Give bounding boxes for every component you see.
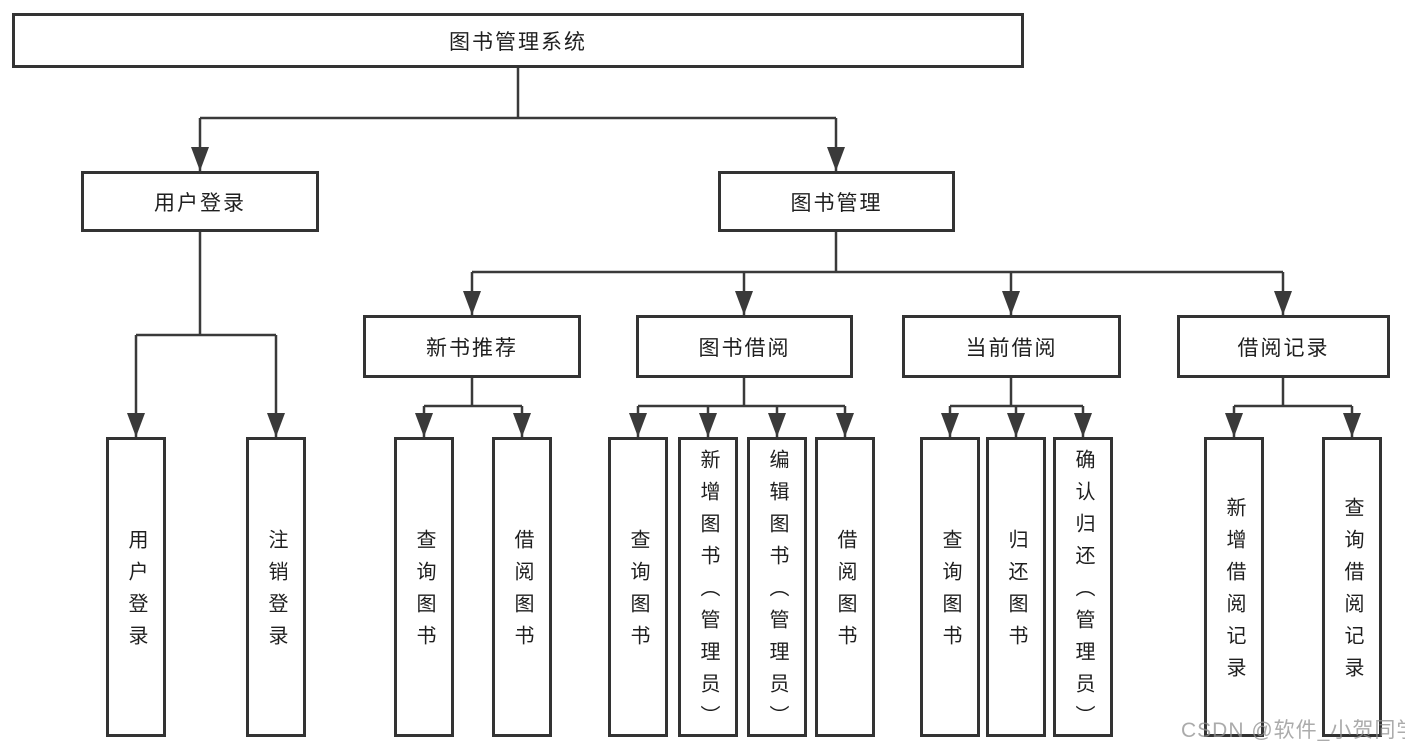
leaf-br-query-record-label: 查询借阅记录 bbox=[1341, 497, 1363, 689]
leaf-cb-query-book-label: 查询图书 bbox=[939, 529, 961, 657]
leaf-br-query-record: 查询借阅记录 bbox=[1322, 437, 1382, 737]
node-book-management-label: 图书管理 bbox=[790, 191, 883, 215]
leaf-cb-query-book: 查询图书 bbox=[920, 437, 980, 737]
leaf-user-login-label: 用户登录 bbox=[125, 529, 147, 657]
connector-new-book-recommend-trunk bbox=[424, 378, 522, 408]
connector-book-borrow-trunk bbox=[638, 378, 845, 408]
connector-root-trunk bbox=[200, 68, 836, 120]
leaf-bb-borrow-book: 借阅图书 bbox=[815, 437, 875, 737]
leaf-logout-login-label: 注销登录 bbox=[265, 529, 287, 657]
leaf-bb-query-book: 查询图书 bbox=[608, 437, 668, 737]
node-book-management: 图书管理 bbox=[718, 171, 955, 232]
watermark: CSDN @软件_小贺同学 bbox=[1181, 719, 1405, 742]
leaf-nb-query-book: 查询图书 bbox=[394, 437, 454, 737]
node-root-label: 图书管理系统 bbox=[449, 30, 587, 54]
node-borrow-record: 借阅记录 bbox=[1177, 315, 1390, 378]
connector-book-management-trunk bbox=[472, 232, 1283, 274]
leaf-cb-confirm-return-label: 确认归还（管理员） bbox=[1072, 449, 1094, 737]
leaf-user-login: 用户登录 bbox=[106, 437, 166, 737]
leaf-br-add-record-label: 新增借阅记录 bbox=[1223, 497, 1245, 689]
node-current-borrow-label: 当前借阅 bbox=[965, 336, 1058, 360]
leaf-bb-edit-book: 编辑图书（管理员） bbox=[747, 437, 807, 737]
leaf-br-add-record: 新增借阅记录 bbox=[1204, 437, 1264, 737]
leaf-bb-add-book: 新增图书（管理员） bbox=[678, 437, 738, 737]
node-new-book-recommend: 新书推荐 bbox=[363, 315, 581, 378]
node-current-borrow: 当前借阅 bbox=[902, 315, 1121, 378]
leaf-nb-borrow-book: 借阅图书 bbox=[492, 437, 552, 737]
leaf-nb-borrow-book-label: 借阅图书 bbox=[511, 529, 533, 657]
node-new-book-recommend-label: 新书推荐 bbox=[426, 336, 518, 360]
leaf-logout-login: 注销登录 bbox=[246, 437, 306, 737]
leaf-bb-query-book-label: 查询图书 bbox=[627, 529, 649, 657]
connector-borrow-record-trunk bbox=[1234, 378, 1352, 408]
connector-user-login-trunk bbox=[136, 232, 276, 337]
leaf-bb-add-book-label: 新增图书（管理员） bbox=[697, 449, 719, 737]
node-user-login-label: 用户登录 bbox=[154, 191, 246, 215]
leaf-bb-edit-book-label: 编辑图书（管理员） bbox=[766, 449, 788, 737]
node-user-login: 用户登录 bbox=[81, 171, 319, 232]
node-book-borrow-label: 图书借阅 bbox=[698, 336, 791, 360]
node-borrow-record-label: 借阅记录 bbox=[1237, 336, 1330, 360]
leaf-cb-return-book-label: 归还图书 bbox=[1005, 529, 1027, 657]
leaf-cb-return-book: 归还图书 bbox=[986, 437, 1046, 737]
leaf-nb-query-book-label: 查询图书 bbox=[413, 529, 435, 657]
node-book-borrow: 图书借阅 bbox=[636, 315, 853, 378]
connector-current-borrow-trunk bbox=[950, 378, 1083, 408]
node-root: 图书管理系统 bbox=[12, 13, 1024, 68]
leaf-cb-confirm-return: 确认归还（管理员） bbox=[1053, 437, 1113, 737]
leaf-bb-borrow-book-label: 借阅图书 bbox=[834, 529, 856, 657]
